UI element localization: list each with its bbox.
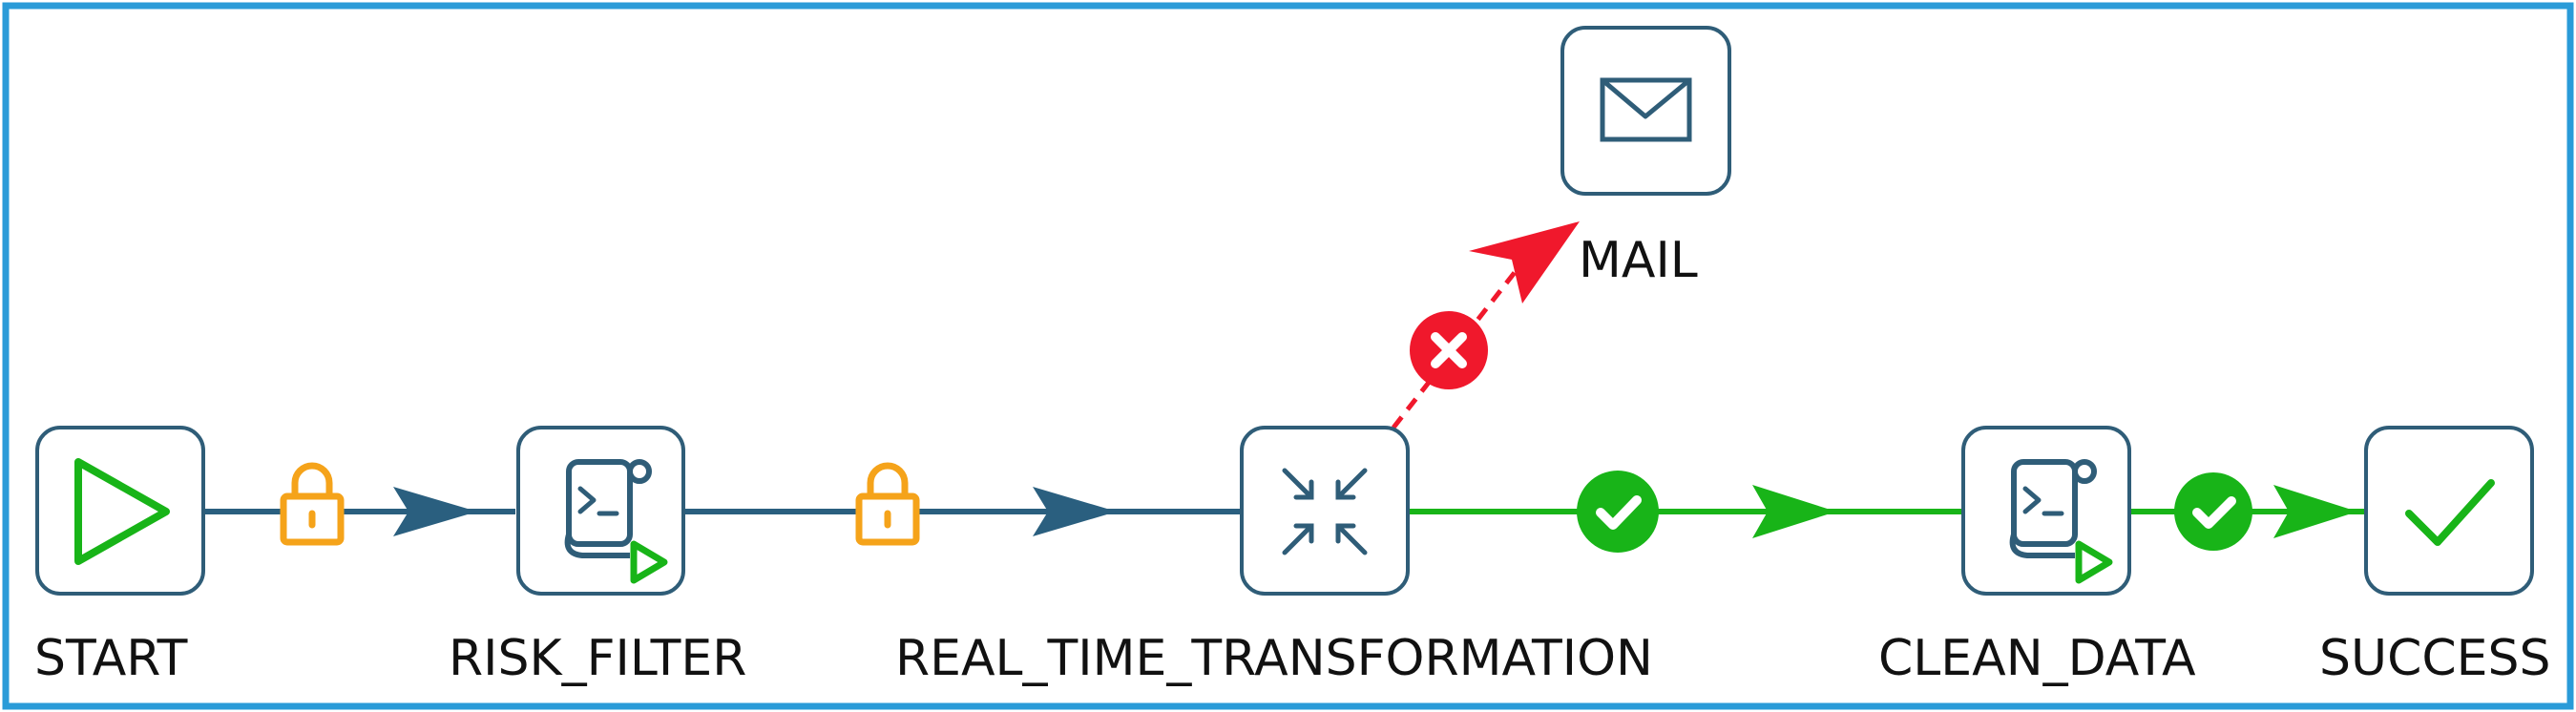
hop-real-time-transformation-to-clean-data[interactable] xyxy=(1410,485,1963,538)
hop-arrowhead xyxy=(2273,485,2357,538)
node-label-clean-data: CLEAN_DATA xyxy=(1878,630,2196,687)
node-label-success: SUCCESS xyxy=(2319,630,2551,687)
node-real-time-transformation[interactable] xyxy=(1240,426,1410,596)
lock-icon[interactable] xyxy=(280,462,345,546)
node-clean-data[interactable] xyxy=(1961,426,2131,596)
success-check-icon[interactable] xyxy=(1577,471,1659,553)
success-check-icon[interactable] xyxy=(2174,472,2252,551)
hop-arrowhead xyxy=(1752,485,1836,538)
play-triangle-icon xyxy=(74,458,170,565)
node-mail[interactable] xyxy=(1560,26,1731,196)
mail-icon xyxy=(1600,77,1692,142)
script-icon xyxy=(2009,459,2113,584)
node-start[interactable] xyxy=(35,426,205,596)
node-success[interactable] xyxy=(2364,426,2534,596)
node-label-start: START xyxy=(34,630,188,687)
hop-arrowhead xyxy=(1469,221,1580,304)
hop-arrowhead xyxy=(393,487,477,536)
node-label-mail: MAIL xyxy=(1579,232,1698,289)
node-label-risk-filter: RISK_FILTER xyxy=(449,630,746,687)
checkmark-icon xyxy=(2405,479,2495,546)
node-label-real-time-transformation: REAL_TIME_TRANSFORMATION xyxy=(895,630,1653,687)
lock-icon[interactable] xyxy=(855,462,920,546)
hop-arrowhead xyxy=(1033,487,1117,536)
script-icon xyxy=(564,459,668,584)
error-x-icon[interactable] xyxy=(1410,311,1488,389)
hop-risk-filter-to-real-time-transformation[interactable] xyxy=(683,487,1241,536)
transformation-icon xyxy=(1282,468,1368,555)
hop-start-to-risk-filter[interactable] xyxy=(203,487,515,536)
node-risk-filter[interactable] xyxy=(516,426,685,596)
